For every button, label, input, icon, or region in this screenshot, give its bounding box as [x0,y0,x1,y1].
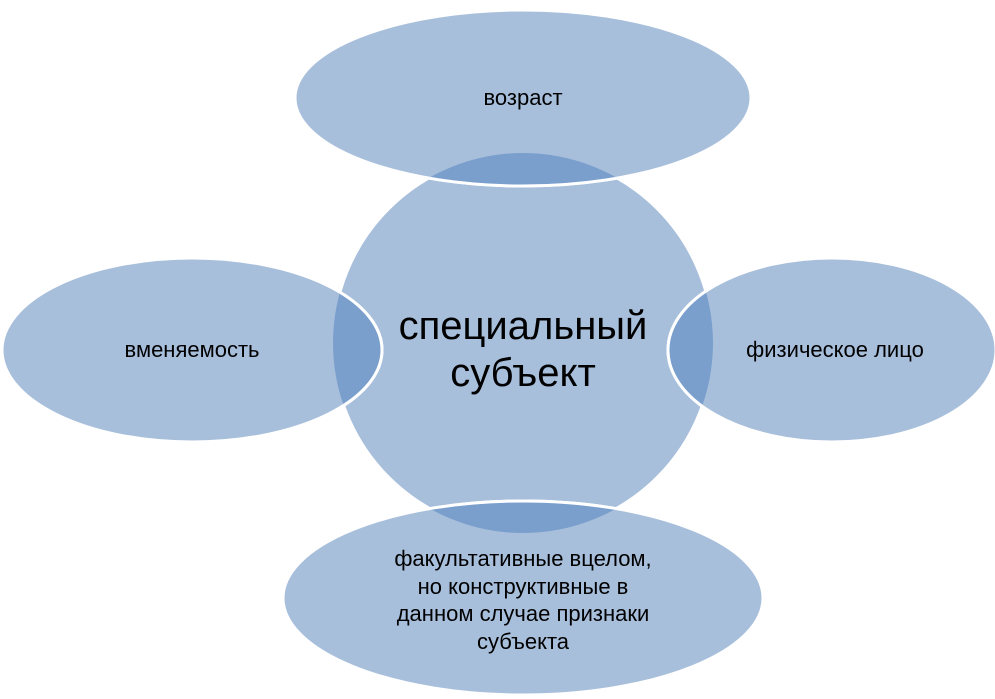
left-ellipse [0,256,384,444]
center-circle [331,151,715,535]
right-ellipse [666,256,995,444]
right-overlap [666,256,713,444]
left-overlap [333,256,384,444]
top-overlap [333,153,713,188]
bottom-overlap [333,499,713,533]
